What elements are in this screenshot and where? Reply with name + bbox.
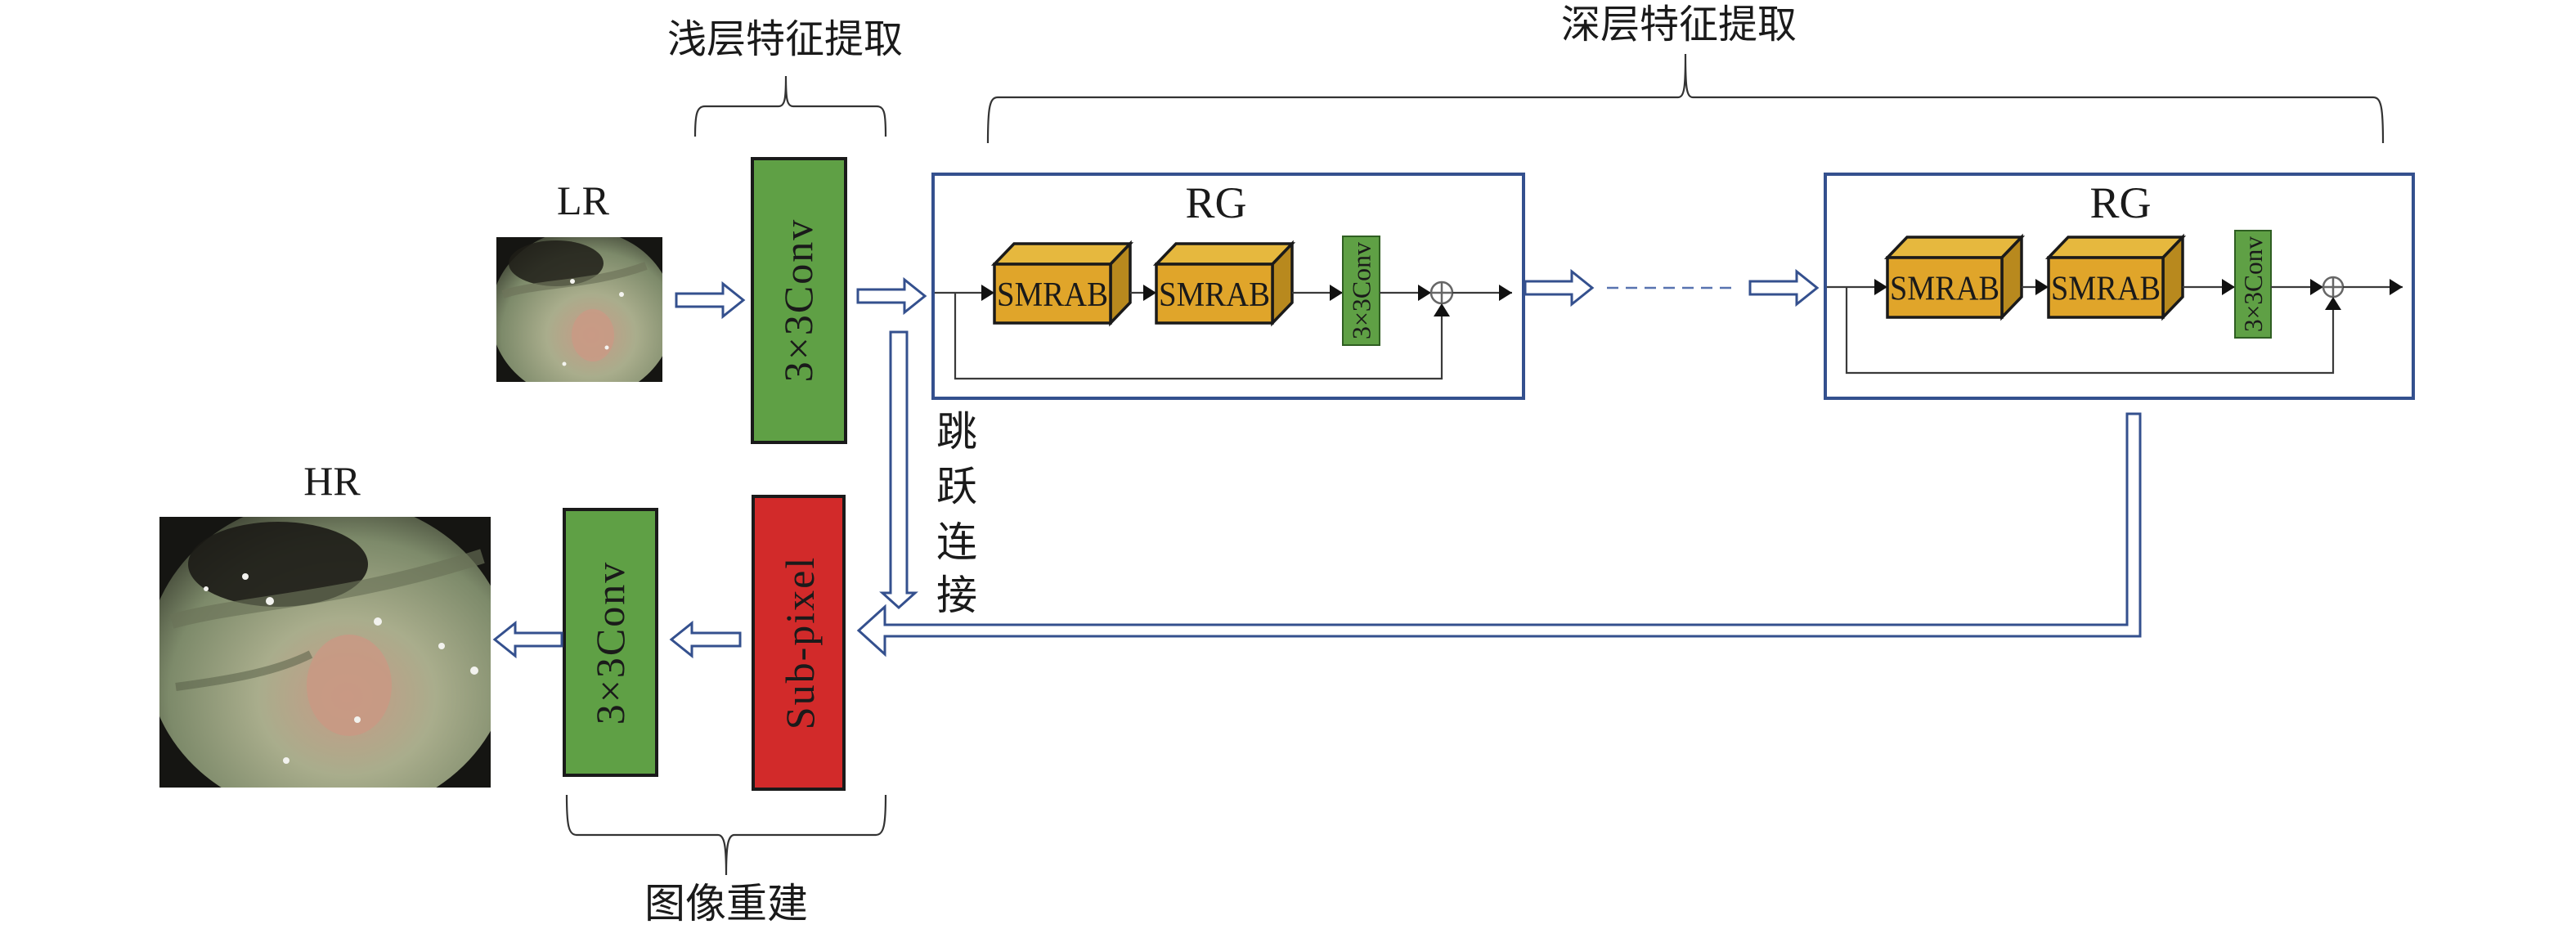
skip-connection-label: 跳 跃 连 接 bbox=[936, 408, 977, 619]
arrowhead-icon bbox=[1418, 285, 1431, 301]
smrab-front-face bbox=[1155, 263, 1274, 325]
reconstruction-conv-label: 3×3Conv bbox=[587, 561, 633, 725]
arrow-rg2-in bbox=[1748, 268, 1820, 307]
smrab-label: SMRAB bbox=[1890, 271, 1999, 308]
smrab-label: SMRAB bbox=[1159, 276, 1270, 314]
smrab-front-face bbox=[993, 263, 1112, 325]
arrowhead-icon bbox=[1143, 285, 1156, 301]
residual-group-2: RG SMRAB SMRAB 3×3Conv bbox=[1824, 173, 2415, 400]
deep-feature-label: 深层特征提取 bbox=[1561, 2, 1797, 47]
smrab-front-face bbox=[2047, 256, 2165, 319]
tail-conv-rect bbox=[1342, 236, 1380, 346]
arrow-subpixel-to-conv bbox=[669, 620, 742, 659]
arrowhead-icon bbox=[2325, 297, 2341, 310]
smrab-label: SMRAB bbox=[997, 276, 1108, 314]
arrowhead-icon bbox=[1330, 285, 1343, 301]
sum-node-icon bbox=[1429, 281, 1454, 305]
reconstruction-conv-block: 3×3Conv bbox=[563, 508, 658, 777]
arrowhead-icon bbox=[2390, 279, 2403, 295]
tail-conv-label: 3×3Conv bbox=[1347, 242, 1376, 339]
reconstruction-brace bbox=[565, 794, 887, 876]
tail-conv-rect bbox=[2234, 230, 2272, 339]
smrab-block-2-1: SMRAB bbox=[1883, 233, 2026, 321]
arrow-lr-to-conv bbox=[675, 281, 746, 320]
arrowhead-icon bbox=[1874, 279, 1887, 295]
arrowhead-icon bbox=[2222, 279, 2235, 295]
skip-char-4: 接 bbox=[936, 572, 977, 619]
lr-label: LR bbox=[557, 177, 610, 223]
shallow-feature-label: 浅层特征提取 bbox=[667, 16, 903, 62]
subpixel-block: Sub-pixel bbox=[752, 495, 846, 791]
subpixel-rect bbox=[752, 495, 846, 791]
hr-label: HR bbox=[303, 458, 361, 504]
arrowhead-icon bbox=[2035, 279, 2049, 295]
skip-char-2: 跃 bbox=[936, 463, 977, 510]
residual-skip-line bbox=[1845, 287, 2335, 375]
shallow-conv-label: 3×3Conv bbox=[775, 218, 821, 383]
arrowhead-icon bbox=[981, 285, 994, 301]
arrowhead-icon bbox=[1434, 303, 1450, 316]
smrab-top-face bbox=[990, 242, 1134, 266]
smrab-top-face bbox=[1883, 236, 2026, 259]
skip-connection-arrow bbox=[879, 330, 918, 610]
smrab-block-1-1: SMRAB bbox=[990, 240, 1134, 327]
smrab-top-face bbox=[1152, 242, 1296, 266]
sum-node-icon bbox=[2322, 276, 2345, 298]
skip-char-3: 连 bbox=[936, 518, 977, 566]
skip-char-1: 跳 bbox=[936, 408, 977, 456]
arrow-rg1-out bbox=[1524, 268, 1595, 307]
reconstruction-label: 图像重建 bbox=[644, 880, 808, 927]
return-path-arrow bbox=[856, 412, 2142, 657]
lr-image bbox=[496, 237, 662, 382]
arrowhead-icon bbox=[2310, 279, 2323, 295]
residual-group-1: RG SMRAB SMRAB 3×3Conv bbox=[931, 173, 1525, 400]
rg-1-tail-conv: 3×3Conv bbox=[1342, 236, 1380, 346]
smrab-front-face bbox=[1886, 256, 2004, 319]
shallow-conv-block: 3×3Conv bbox=[751, 157, 847, 444]
subpixel-label: Sub-pixel bbox=[777, 556, 823, 729]
residual-skip-line bbox=[954, 293, 1443, 380]
smrab-label: SMRAB bbox=[2051, 271, 2161, 308]
rg-2-tail-conv: 3×3Conv bbox=[2234, 230, 2272, 339]
hr-image bbox=[159, 517, 491, 788]
smrab-block-1-2: SMRAB bbox=[1152, 240, 1296, 327]
tail-conv-label: 3×3Conv bbox=[2238, 236, 2268, 332]
shallow-conv-rect bbox=[751, 157, 847, 444]
shallow-feature-brace bbox=[693, 75, 887, 137]
arrow-conv-to-hr bbox=[492, 620, 563, 659]
rg-2-title: RG bbox=[2089, 178, 2151, 227]
arrowhead-icon bbox=[1499, 285, 1512, 301]
rg-1-title: RG bbox=[1185, 178, 1246, 227]
deep-feature-brace bbox=[986, 53, 2385, 144]
smrab-block-2-2: SMRAB bbox=[2044, 233, 2187, 321]
arrow-conv-to-rg bbox=[856, 276, 927, 316]
reconstruction-conv-rect bbox=[563, 508, 658, 777]
smrab-top-face bbox=[2044, 236, 2187, 259]
